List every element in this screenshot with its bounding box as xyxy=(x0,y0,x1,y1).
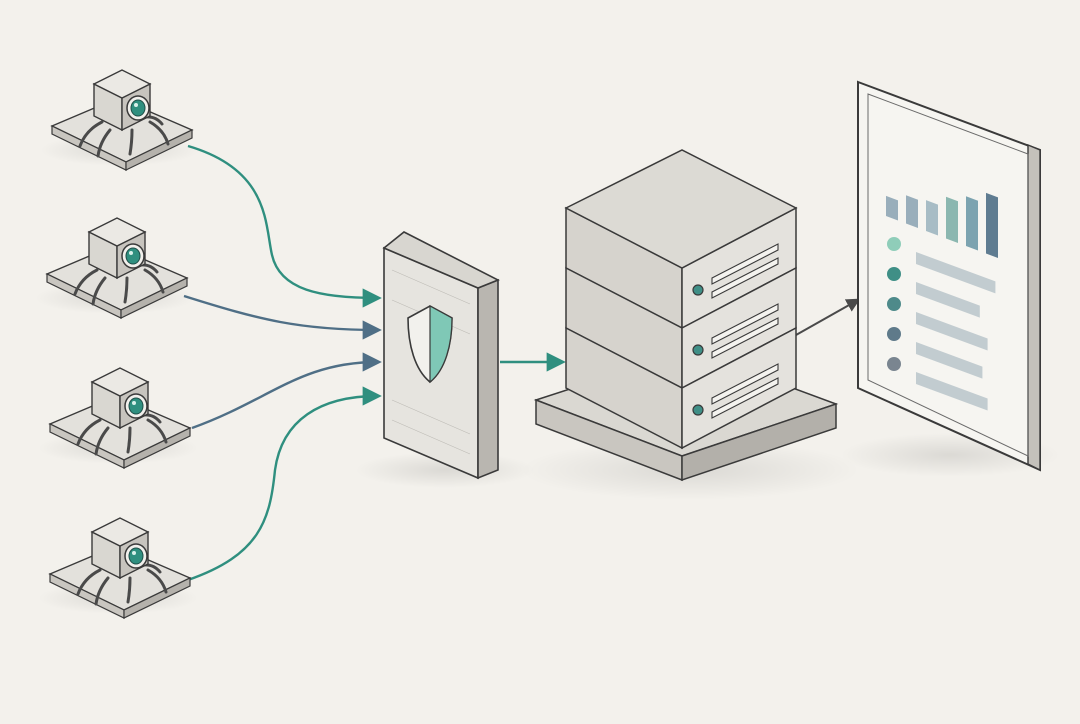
camera-lens-icon xyxy=(124,393,148,419)
server-unit xyxy=(564,149,798,330)
server-rack xyxy=(520,149,860,500)
robot-sensor-1 xyxy=(40,69,200,171)
list-dot-icon xyxy=(887,357,901,371)
robots-group xyxy=(35,69,200,619)
shield-icon xyxy=(407,304,453,384)
list-line xyxy=(916,282,980,318)
gateway-firewall xyxy=(355,231,535,488)
camera-lens-icon xyxy=(121,243,145,269)
status-led-icon xyxy=(692,284,704,296)
list-item xyxy=(887,267,980,318)
connection-robot4-gateway xyxy=(187,386,382,582)
connection-robot1-gateway xyxy=(187,144,382,308)
status-led-icon xyxy=(692,404,704,416)
server-unit xyxy=(565,266,797,390)
connection-robot3-gateway xyxy=(191,352,382,430)
list-dot-icon xyxy=(887,297,901,311)
connection-robot2-gateway xyxy=(183,294,382,340)
server-unit xyxy=(565,326,797,450)
list-dot-icon xyxy=(887,237,901,251)
monitor-dashboard xyxy=(840,80,1060,477)
list-item xyxy=(887,327,983,379)
chart-bar xyxy=(926,200,938,236)
connection-server-dashboard xyxy=(795,298,861,336)
chart-bar xyxy=(886,195,898,221)
robot-sensor-2 xyxy=(35,217,195,319)
camera-lens-icon xyxy=(124,543,148,569)
list-line xyxy=(916,342,983,379)
list-line xyxy=(916,252,996,294)
camera-lens-icon xyxy=(126,95,150,121)
chart-bar xyxy=(986,192,998,258)
chart-bar xyxy=(906,195,918,228)
list-item xyxy=(887,237,996,294)
list-line xyxy=(916,312,988,351)
connections-layer xyxy=(183,144,861,582)
list-item xyxy=(887,297,988,351)
robot-sensor-4 xyxy=(38,517,198,619)
chart-bar xyxy=(966,196,978,251)
chart-bar xyxy=(946,196,958,243)
list-dot-icon xyxy=(887,327,901,341)
robot-sensor-3 xyxy=(38,367,198,469)
status-led-icon xyxy=(692,344,704,356)
list-line xyxy=(916,372,988,411)
bar-chart-widget xyxy=(886,192,998,258)
status-list-widget xyxy=(887,237,996,411)
list-dot-icon xyxy=(887,267,901,281)
list-item xyxy=(887,357,988,411)
